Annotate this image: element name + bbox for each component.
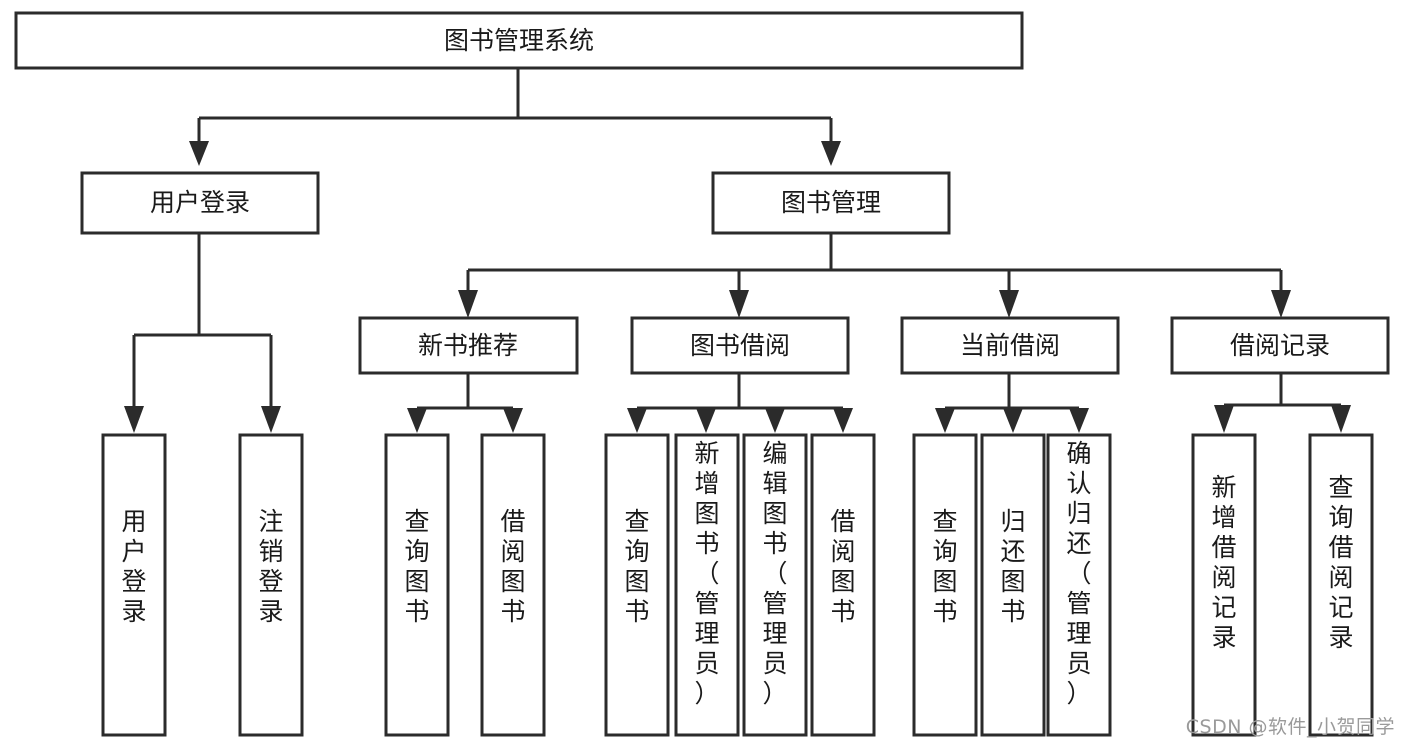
arrow-to-new-book bbox=[458, 290, 478, 318]
node-current-borrow[interactable]: 当前借阅 bbox=[900, 316, 1120, 375]
arrow-borrow-record-leaf-1 bbox=[1214, 405, 1234, 433]
leaf-label-newbook-query-book: 查询图书 bbox=[404, 507, 429, 626]
arrow-to-book-manage bbox=[821, 141, 841, 166]
arrow-borrow-record-leaf-2 bbox=[1331, 405, 1351, 433]
arrow-current-borrow-leaf-2 bbox=[1003, 408, 1023, 433]
leaf-label-borrow-query-book: 查询图书 bbox=[624, 507, 649, 626]
node-label-new-book-recommend: 新书推荐 bbox=[418, 331, 518, 360]
leaf-label-borrow-add-book: 新增图书（管理员） bbox=[694, 439, 719, 708]
arrow-book-borrow-leaf-2 bbox=[696, 408, 716, 433]
leaf-box-newbook-borrow-book[interactable] bbox=[480, 433, 546, 737]
csdn-watermark: CSDN @软件_小贺同学 bbox=[1185, 716, 1395, 738]
leaf-node-current-query-book[interactable]: 查询图书 bbox=[912, 433, 978, 737]
leaf-label-user-logout: 注销登录 bbox=[258, 507, 283, 626]
arrow-book-borrow-leaf-3 bbox=[765, 408, 785, 433]
node-user-login[interactable]: 用户登录 bbox=[80, 171, 320, 235]
leaf-box-borrow-edit-book[interactable] bbox=[742, 433, 808, 737]
node-book-management[interactable]: 图书管理 bbox=[711, 171, 951, 235]
arrow-new-book-leaf-2 bbox=[503, 408, 523, 433]
leaf-label-current-query-book: 查询图书 bbox=[932, 507, 957, 626]
arrow-new-book-leaf-1 bbox=[407, 408, 427, 433]
node-box-new-book-recommend[interactable] bbox=[358, 316, 579, 375]
node-label-borrow-record: 借阅记录 bbox=[1230, 331, 1330, 360]
arrow-to-book-borrow bbox=[729, 290, 749, 318]
node-label-book-management: 图书管理 bbox=[781, 188, 881, 217]
leaf-node-newbook-query-book[interactable]: 查询图书 bbox=[384, 433, 450, 737]
leaf-node-record-query-record[interactable]: 查询借阅记录 bbox=[1308, 433, 1374, 737]
arrow-to-borrow-record bbox=[1271, 290, 1291, 318]
leaf-label-current-confirm-return: 确认归还（管理员） bbox=[1066, 439, 1091, 708]
node-label-book-borrow: 图书借阅 bbox=[690, 331, 790, 360]
leaf-label-newbook-borrow-book: 借阅图书 bbox=[500, 507, 525, 626]
arrow-book-borrow-leaf-4 bbox=[833, 408, 853, 433]
connector-layer bbox=[124, 68, 1351, 433]
arrow-current-borrow-leaf-1 bbox=[935, 408, 955, 433]
leaf-box-current-query-book[interactable] bbox=[912, 433, 978, 737]
leaf-node-record-add-record[interactable]: 新增借阅记录 bbox=[1191, 433, 1257, 737]
leaf-node-borrow-borrow-book[interactable]: 借阅图书 bbox=[810, 433, 876, 737]
leaf-label-record-add-record: 新增借阅记录 bbox=[1211, 473, 1236, 652]
leaf-label-borrow-edit-book: 编辑图书（管理员） bbox=[762, 439, 787, 708]
leaf-node-user-login-login[interactable]: 用户登录 bbox=[101, 433, 167, 737]
node-box-borrow-record[interactable] bbox=[1170, 316, 1390, 375]
leaf-node-newbook-borrow-book[interactable]: 借阅图书 bbox=[480, 433, 546, 737]
node-label-user-login: 用户登录 bbox=[150, 188, 250, 217]
node-borrow-record[interactable]: 借阅记录 bbox=[1170, 316, 1390, 375]
node-root-book-management-system[interactable]: 图书管理系统 bbox=[14, 11, 1024, 70]
leaf-box-borrow-query-book[interactable] bbox=[604, 433, 670, 737]
node-box-book-borrow[interactable] bbox=[630, 316, 850, 375]
leaf-box-newbook-query-book[interactable] bbox=[384, 433, 450, 737]
arrow-book-borrow-leaf-1 bbox=[627, 408, 647, 433]
leaf-label-user-login-login: 用户登录 bbox=[121, 507, 146, 626]
leaf-box-user-login-login[interactable] bbox=[101, 433, 167, 737]
node-label-root: 图书管理系统 bbox=[444, 26, 594, 55]
leaf-box-borrow-add-book[interactable] bbox=[674, 433, 740, 737]
leaf-node-current-return-book[interactable]: 归还图书 bbox=[980, 433, 1046, 737]
node-new-book-recommend[interactable]: 新书推荐 bbox=[358, 316, 579, 375]
arrow-to-user-login bbox=[189, 141, 209, 166]
arrow-current-borrow-leaf-3 bbox=[1069, 408, 1089, 433]
leaf-node-borrow-query-book[interactable]: 查询图书 bbox=[604, 433, 670, 737]
node-box-user-login[interactable] bbox=[80, 171, 320, 235]
node-box-root[interactable] bbox=[14, 11, 1024, 70]
leaf-node-borrow-edit-book[interactable]: 编辑图书（管理员） bbox=[742, 433, 808, 737]
leaf-box-user-logout[interactable] bbox=[238, 433, 304, 737]
leaf-box-current-confirm-return[interactable] bbox=[1046, 433, 1112, 737]
leaf-node-user-logout[interactable]: 注销登录 bbox=[238, 433, 304, 737]
leaf-node-borrow-add-book[interactable]: 新增图书（管理员） bbox=[674, 433, 740, 737]
arrow-user-login-leaf-1 bbox=[124, 406, 144, 433]
arrow-to-current-borrow bbox=[999, 290, 1019, 318]
arrow-user-login-leaf-2 bbox=[261, 406, 281, 433]
node-book-borrow[interactable]: 图书借阅 bbox=[630, 316, 850, 375]
leaf-box-record-query-record[interactable] bbox=[1308, 433, 1374, 737]
leaf-node-current-confirm-return[interactable]: 确认归还（管理员） bbox=[1046, 433, 1112, 737]
node-label-current-borrow: 当前借阅 bbox=[960, 331, 1060, 360]
leaf-label-borrow-borrow-book: 借阅图书 bbox=[830, 507, 855, 626]
leaf-box-current-return-book[interactable] bbox=[980, 433, 1046, 737]
leaf-label-record-query-record: 查询借阅记录 bbox=[1328, 473, 1353, 652]
node-box-book-management[interactable] bbox=[711, 171, 951, 235]
leaf-label-current-return-book: 归还图书 bbox=[1000, 507, 1025, 626]
leaf-box-record-add-record[interactable] bbox=[1191, 433, 1257, 737]
leaf-box-borrow-borrow-book[interactable] bbox=[810, 433, 876, 737]
node-box-current-borrow[interactable] bbox=[900, 316, 1120, 375]
